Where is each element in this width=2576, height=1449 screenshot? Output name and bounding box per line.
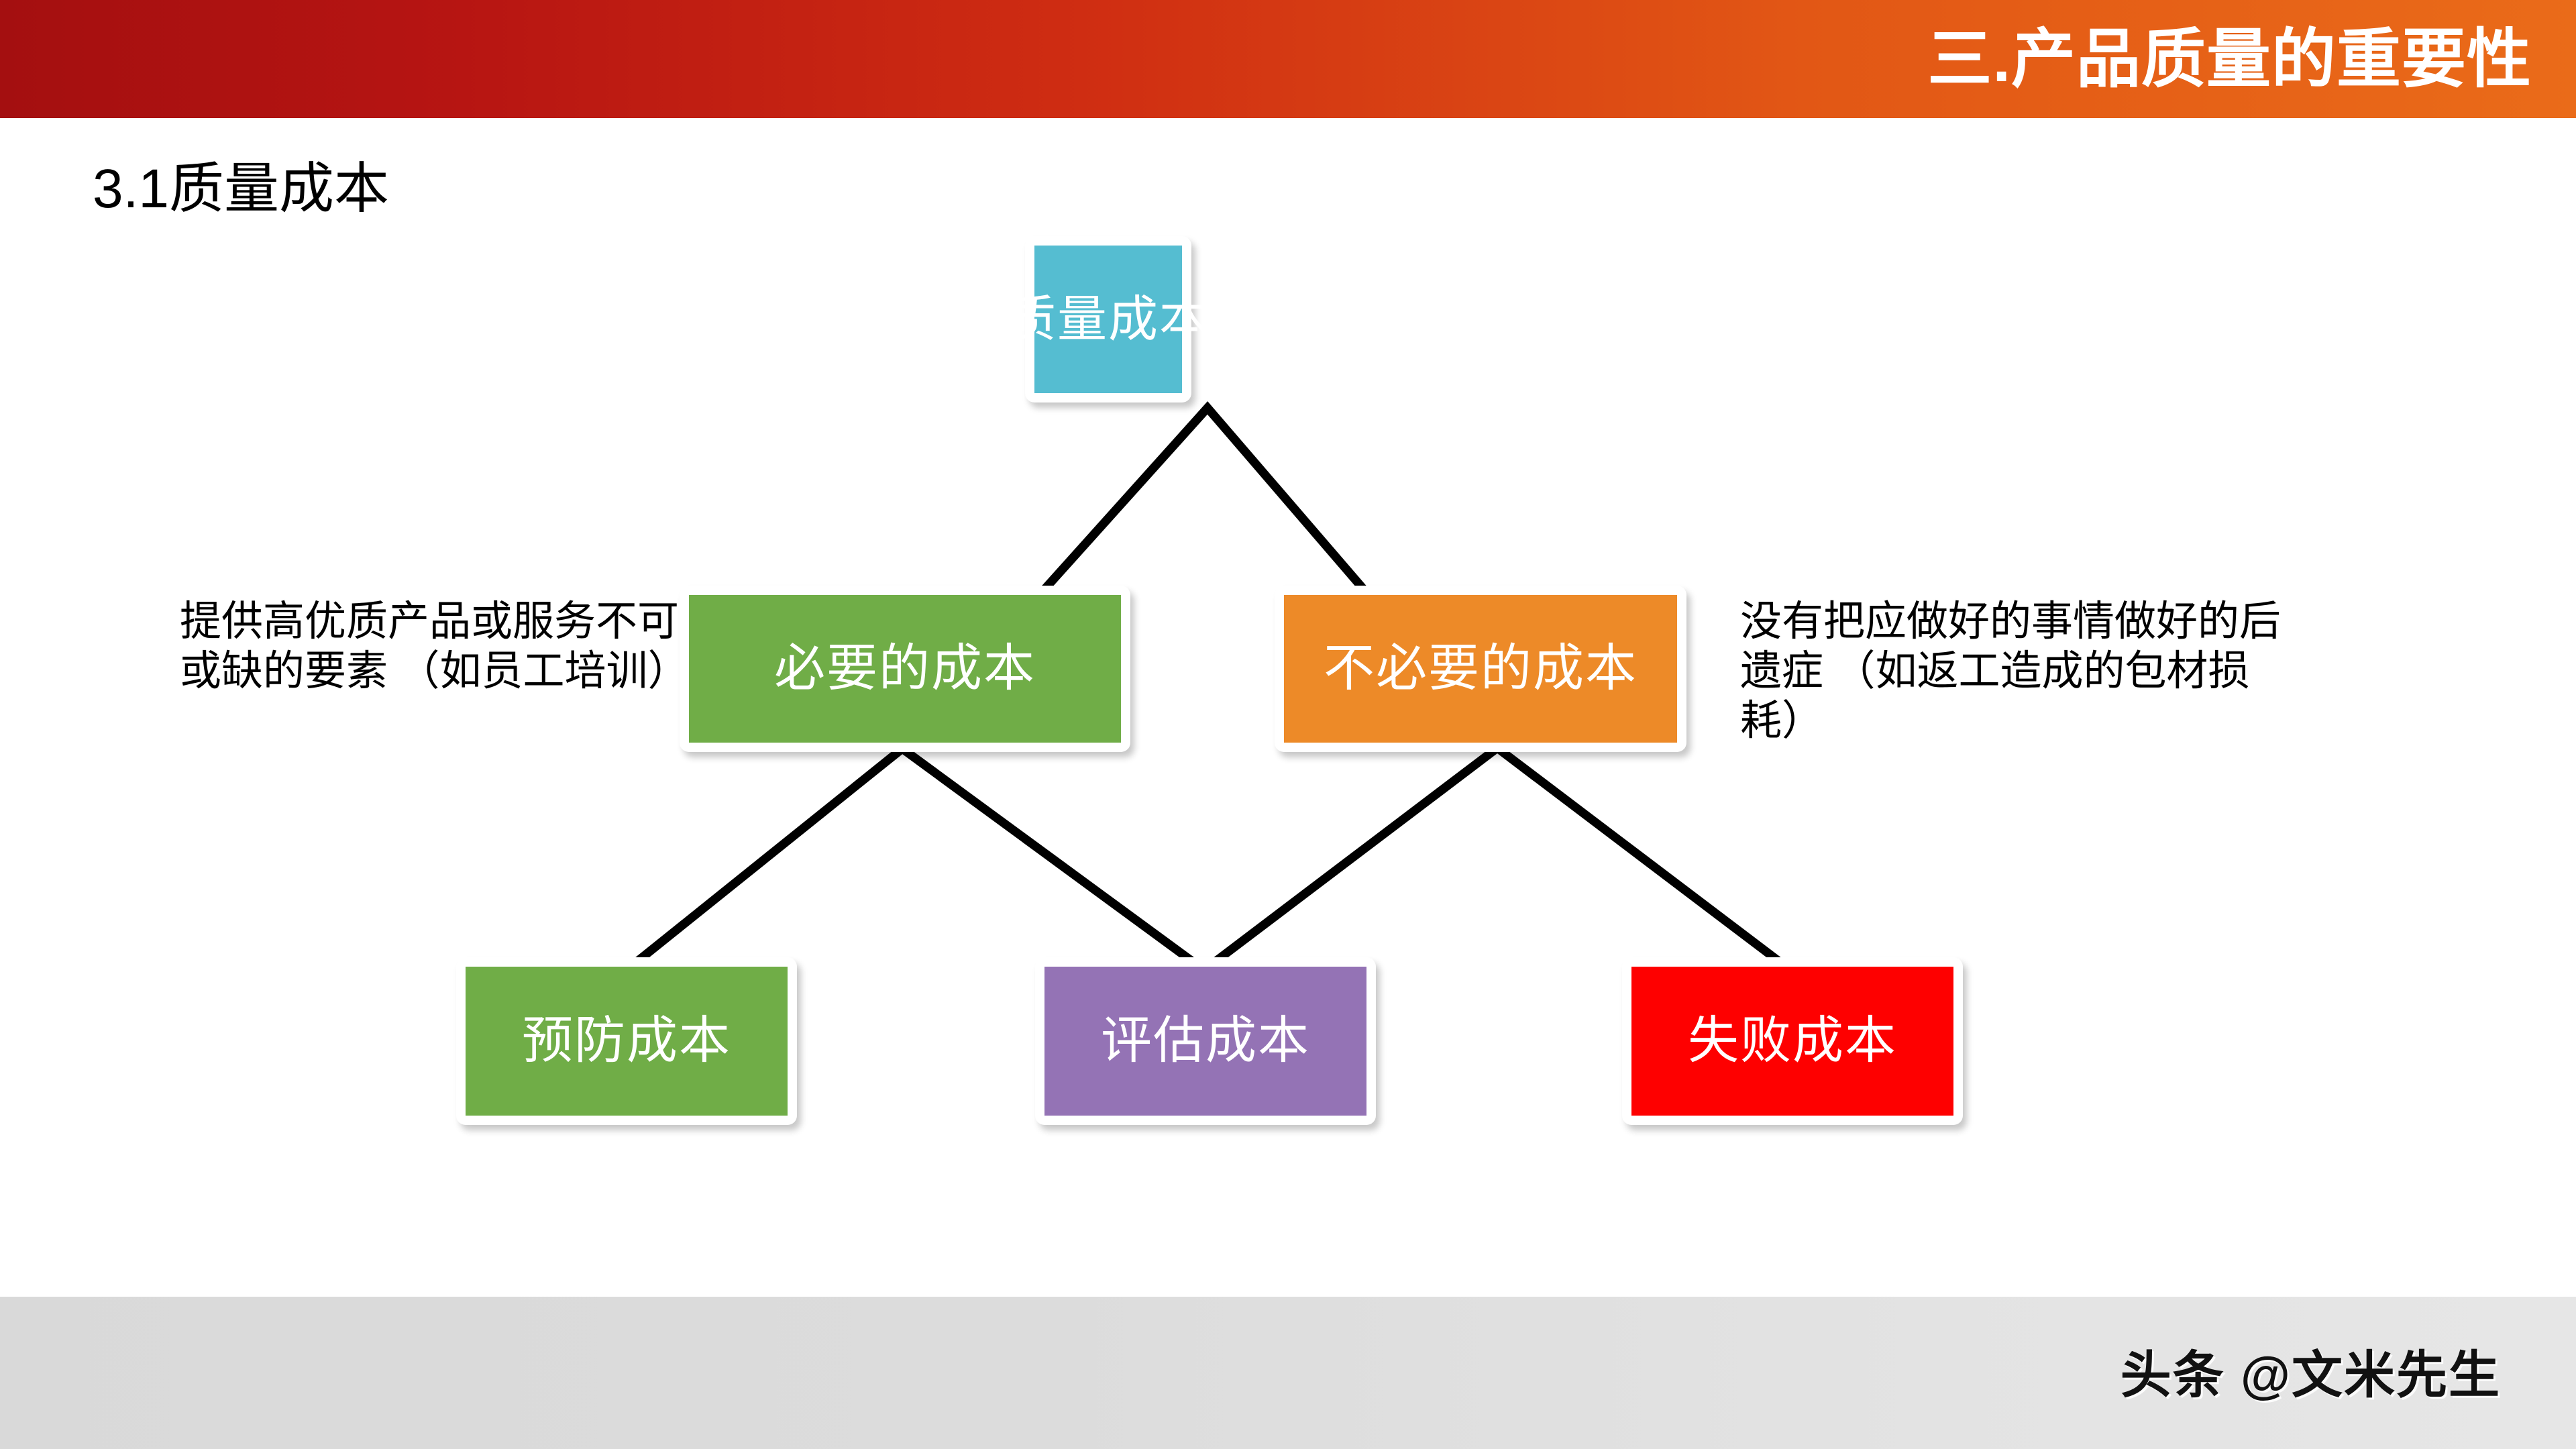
footer-band <box>0 1297 2576 1449</box>
page-title: 三.产品质量的重要性 <box>1927 23 2532 95</box>
annotation-unnecessary-cost: 没有把应做好的事情做好的后遗症 （如返工造成的包材损耗） <box>1740 599 2282 744</box>
node-failure-cost-label: 失败成本 <box>1631 967 1953 1116</box>
node-quality-cost[interactable]: 质量成本 <box>1006 236 1209 402</box>
node-prevention-cost-label: 预防成本 <box>466 967 788 1116</box>
node-quality-cost-label: 质量成本 <box>1006 246 1209 393</box>
slide-subtitle: 3.1质量成本 <box>93 158 389 219</box>
edge-necessary-to-children <box>623 743 1207 974</box>
node-appraisal-cost[interactable]: 评估成本 <box>1035 957 1376 1125</box>
header-band: 三.产品质量的重要性 <box>0 0 2576 118</box>
edge-unnecessary-to-children <box>1201 742 1793 974</box>
node-failure-cost[interactable]: 失败成本 <box>1622 957 1963 1125</box>
annotation-necessary-cost: 提供高优质产品或服务不可或缺的要素 （如员工培训） <box>180 599 690 694</box>
footer-watermark: 头条 @文米先生 <box>2120 1347 2501 1404</box>
node-necessary-cost[interactable]: 必要的成本 <box>680 586 1130 752</box>
node-appraisal-cost-label: 评估成本 <box>1044 967 1366 1116</box>
node-necessary-cost-label: 必要的成本 <box>689 595 1121 743</box>
node-unnecessary-cost-label: 不必要的成本 <box>1284 595 1677 743</box>
node-unnecessary-cost[interactable]: 不必要的成本 <box>1275 586 1686 752</box>
node-prevention-cost[interactable]: 预防成本 <box>456 957 797 1125</box>
